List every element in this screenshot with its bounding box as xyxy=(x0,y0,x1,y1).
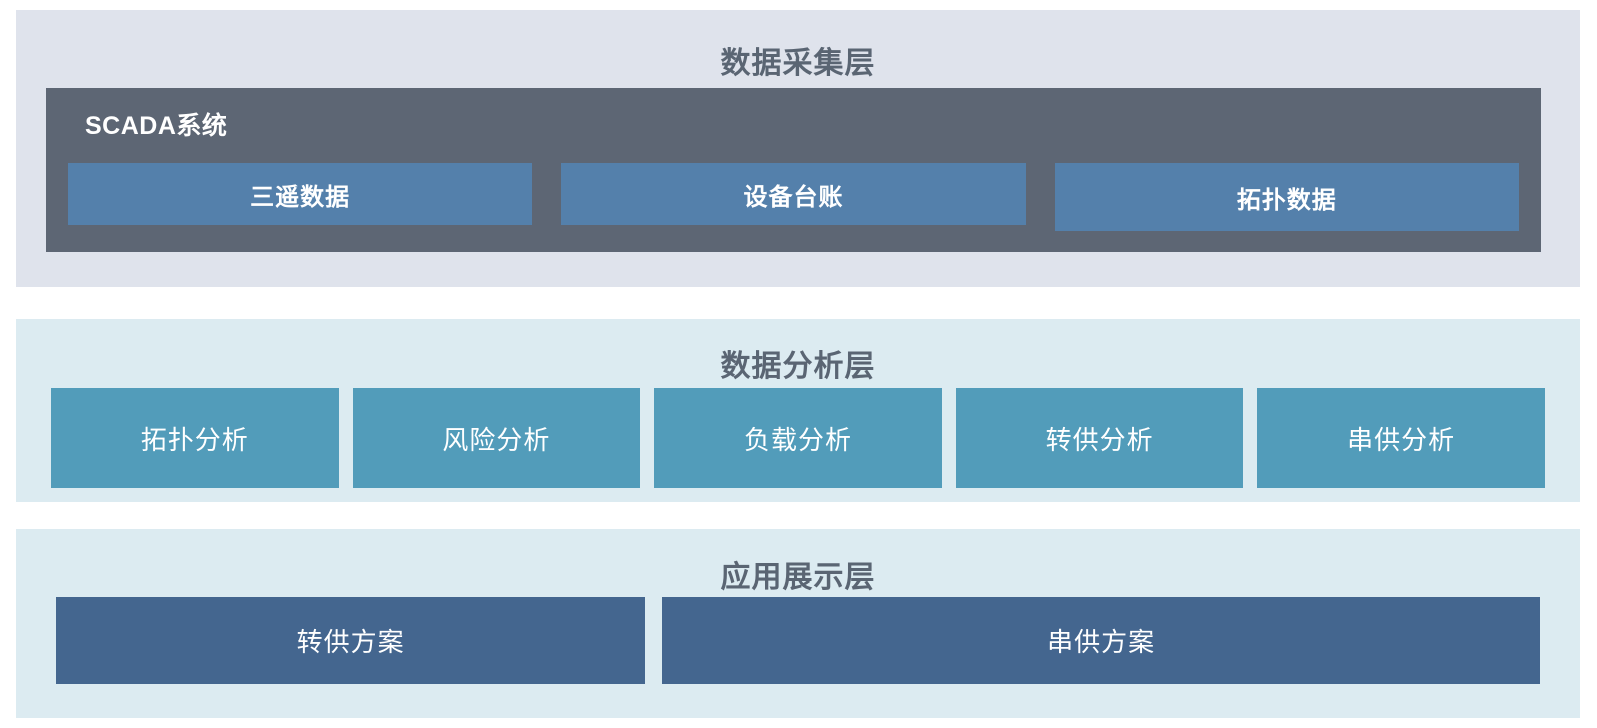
scada-item-equipment-ledger[interactable]: 设备台账 xyxy=(561,163,1026,225)
scada-system-label: SCADA系统 xyxy=(85,112,228,140)
layer-data-analysis-title: 数据分析层 xyxy=(720,350,876,383)
analysis-item-transfer-supply[interactable]: 转供分析 xyxy=(955,388,1244,488)
layer-data-collection-title: 数据采集层 xyxy=(720,47,876,80)
analysis-item-topology[interactable]: 拓扑分析 xyxy=(51,388,339,488)
scada-item-list: 三遥数据 设备台账 拓扑数据 xyxy=(68,163,1519,231)
application-item-transfer-supply-plan[interactable]: 转供方案 xyxy=(56,597,646,684)
analysis-item-load[interactable]: 负载分析 xyxy=(654,388,942,488)
layer-application-display: 应用展示层 转供方案 串供方案 xyxy=(16,529,1580,718)
analysis-item-series-supply[interactable]: 串供分析 xyxy=(1257,388,1545,488)
layer-application-display-title: 应用展示层 xyxy=(720,561,876,594)
scada-item-three-remote-data[interactable]: 三遥数据 xyxy=(68,163,533,225)
analysis-item-risk[interactable]: 风险分析 xyxy=(352,388,641,488)
analysis-item-list: 拓扑分析 风险分析 负载分析 转供分析 串供分析 xyxy=(51,388,1545,488)
scada-system-group: SCADA系统 三遥数据 设备台账 拓扑数据 xyxy=(46,88,1541,252)
application-item-list: 转供方案 串供方案 xyxy=(56,597,1540,684)
layer-data-collection: 数据采集层 SCADA系统 三遥数据 设备台账 拓扑数据 xyxy=(16,10,1580,287)
application-item-series-supply-plan[interactable]: 串供方案 xyxy=(662,597,1540,684)
scada-item-topology-data[interactable]: 拓扑数据 xyxy=(1054,163,1519,231)
layer-data-analysis: 数据分析层 拓扑分析 风险分析 负载分析 转供分析 串供分析 xyxy=(16,319,1580,502)
